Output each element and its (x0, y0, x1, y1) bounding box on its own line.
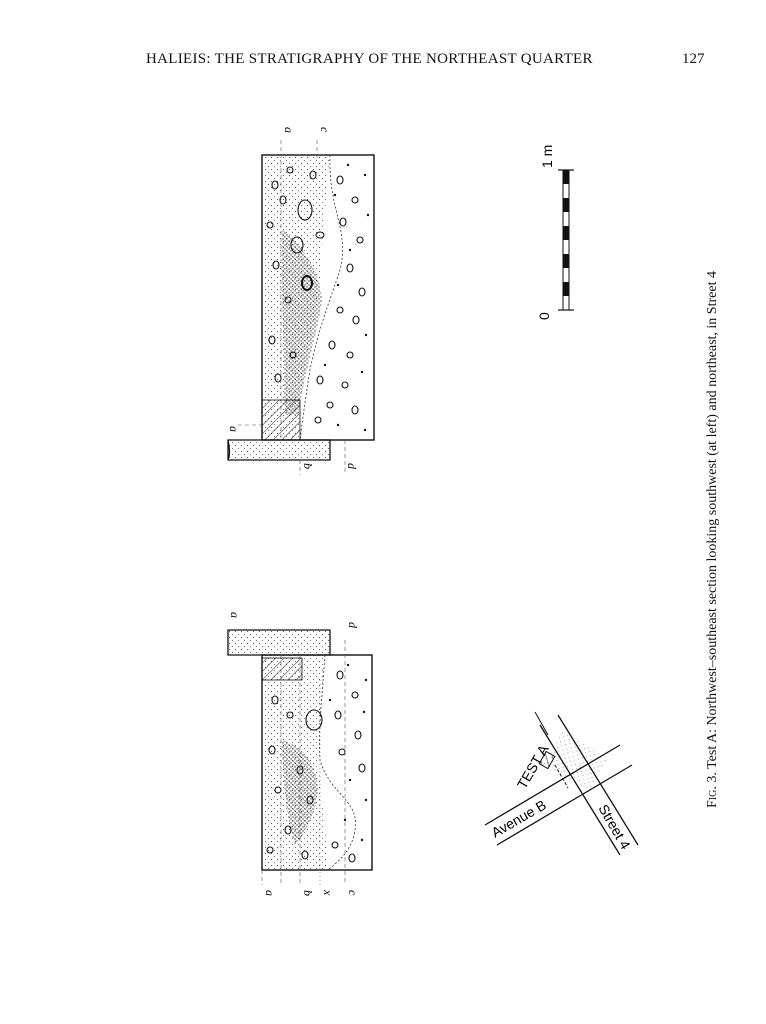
scale-zero-label: 0 (536, 312, 552, 320)
label-right-c-top: c (318, 127, 332, 133)
section-left (227, 629, 373, 885)
label-left-a-bottom: a (263, 890, 277, 896)
figure-caption: Fig. 3. Test A: Northwest–southeast sect… (705, 248, 721, 808)
label-left-b-bottom: b (301, 890, 315, 896)
page-number: 127 (682, 51, 705, 67)
scale-bar (558, 169, 574, 311)
label-right-a-top: a (282, 127, 296, 133)
caption-text: Test A: Northwest–southeast section look… (705, 271, 720, 773)
label-right-d: d (345, 463, 359, 470)
label-left-x-bottom: x (321, 889, 335, 896)
figure-label: Fig. 3. (705, 772, 720, 808)
label-right-b: b (301, 463, 315, 469)
label-left-d-top: d (346, 622, 360, 629)
label-left-c-bottom: c (346, 890, 360, 896)
location-plan (484, 711, 639, 856)
section-right (227, 140, 375, 475)
scale-one-m-label: 1 m (539, 145, 555, 168)
plan-avenue-label: Avenue B (489, 797, 549, 841)
label-right-a-mid: a (227, 426, 241, 432)
label-left-a-top: a (228, 612, 242, 618)
plan-street-label: Street 4 (595, 802, 633, 853)
running-head: HALIEIS: THE STRATIGRAPHY OF THE NORTHEA… (146, 51, 593, 67)
